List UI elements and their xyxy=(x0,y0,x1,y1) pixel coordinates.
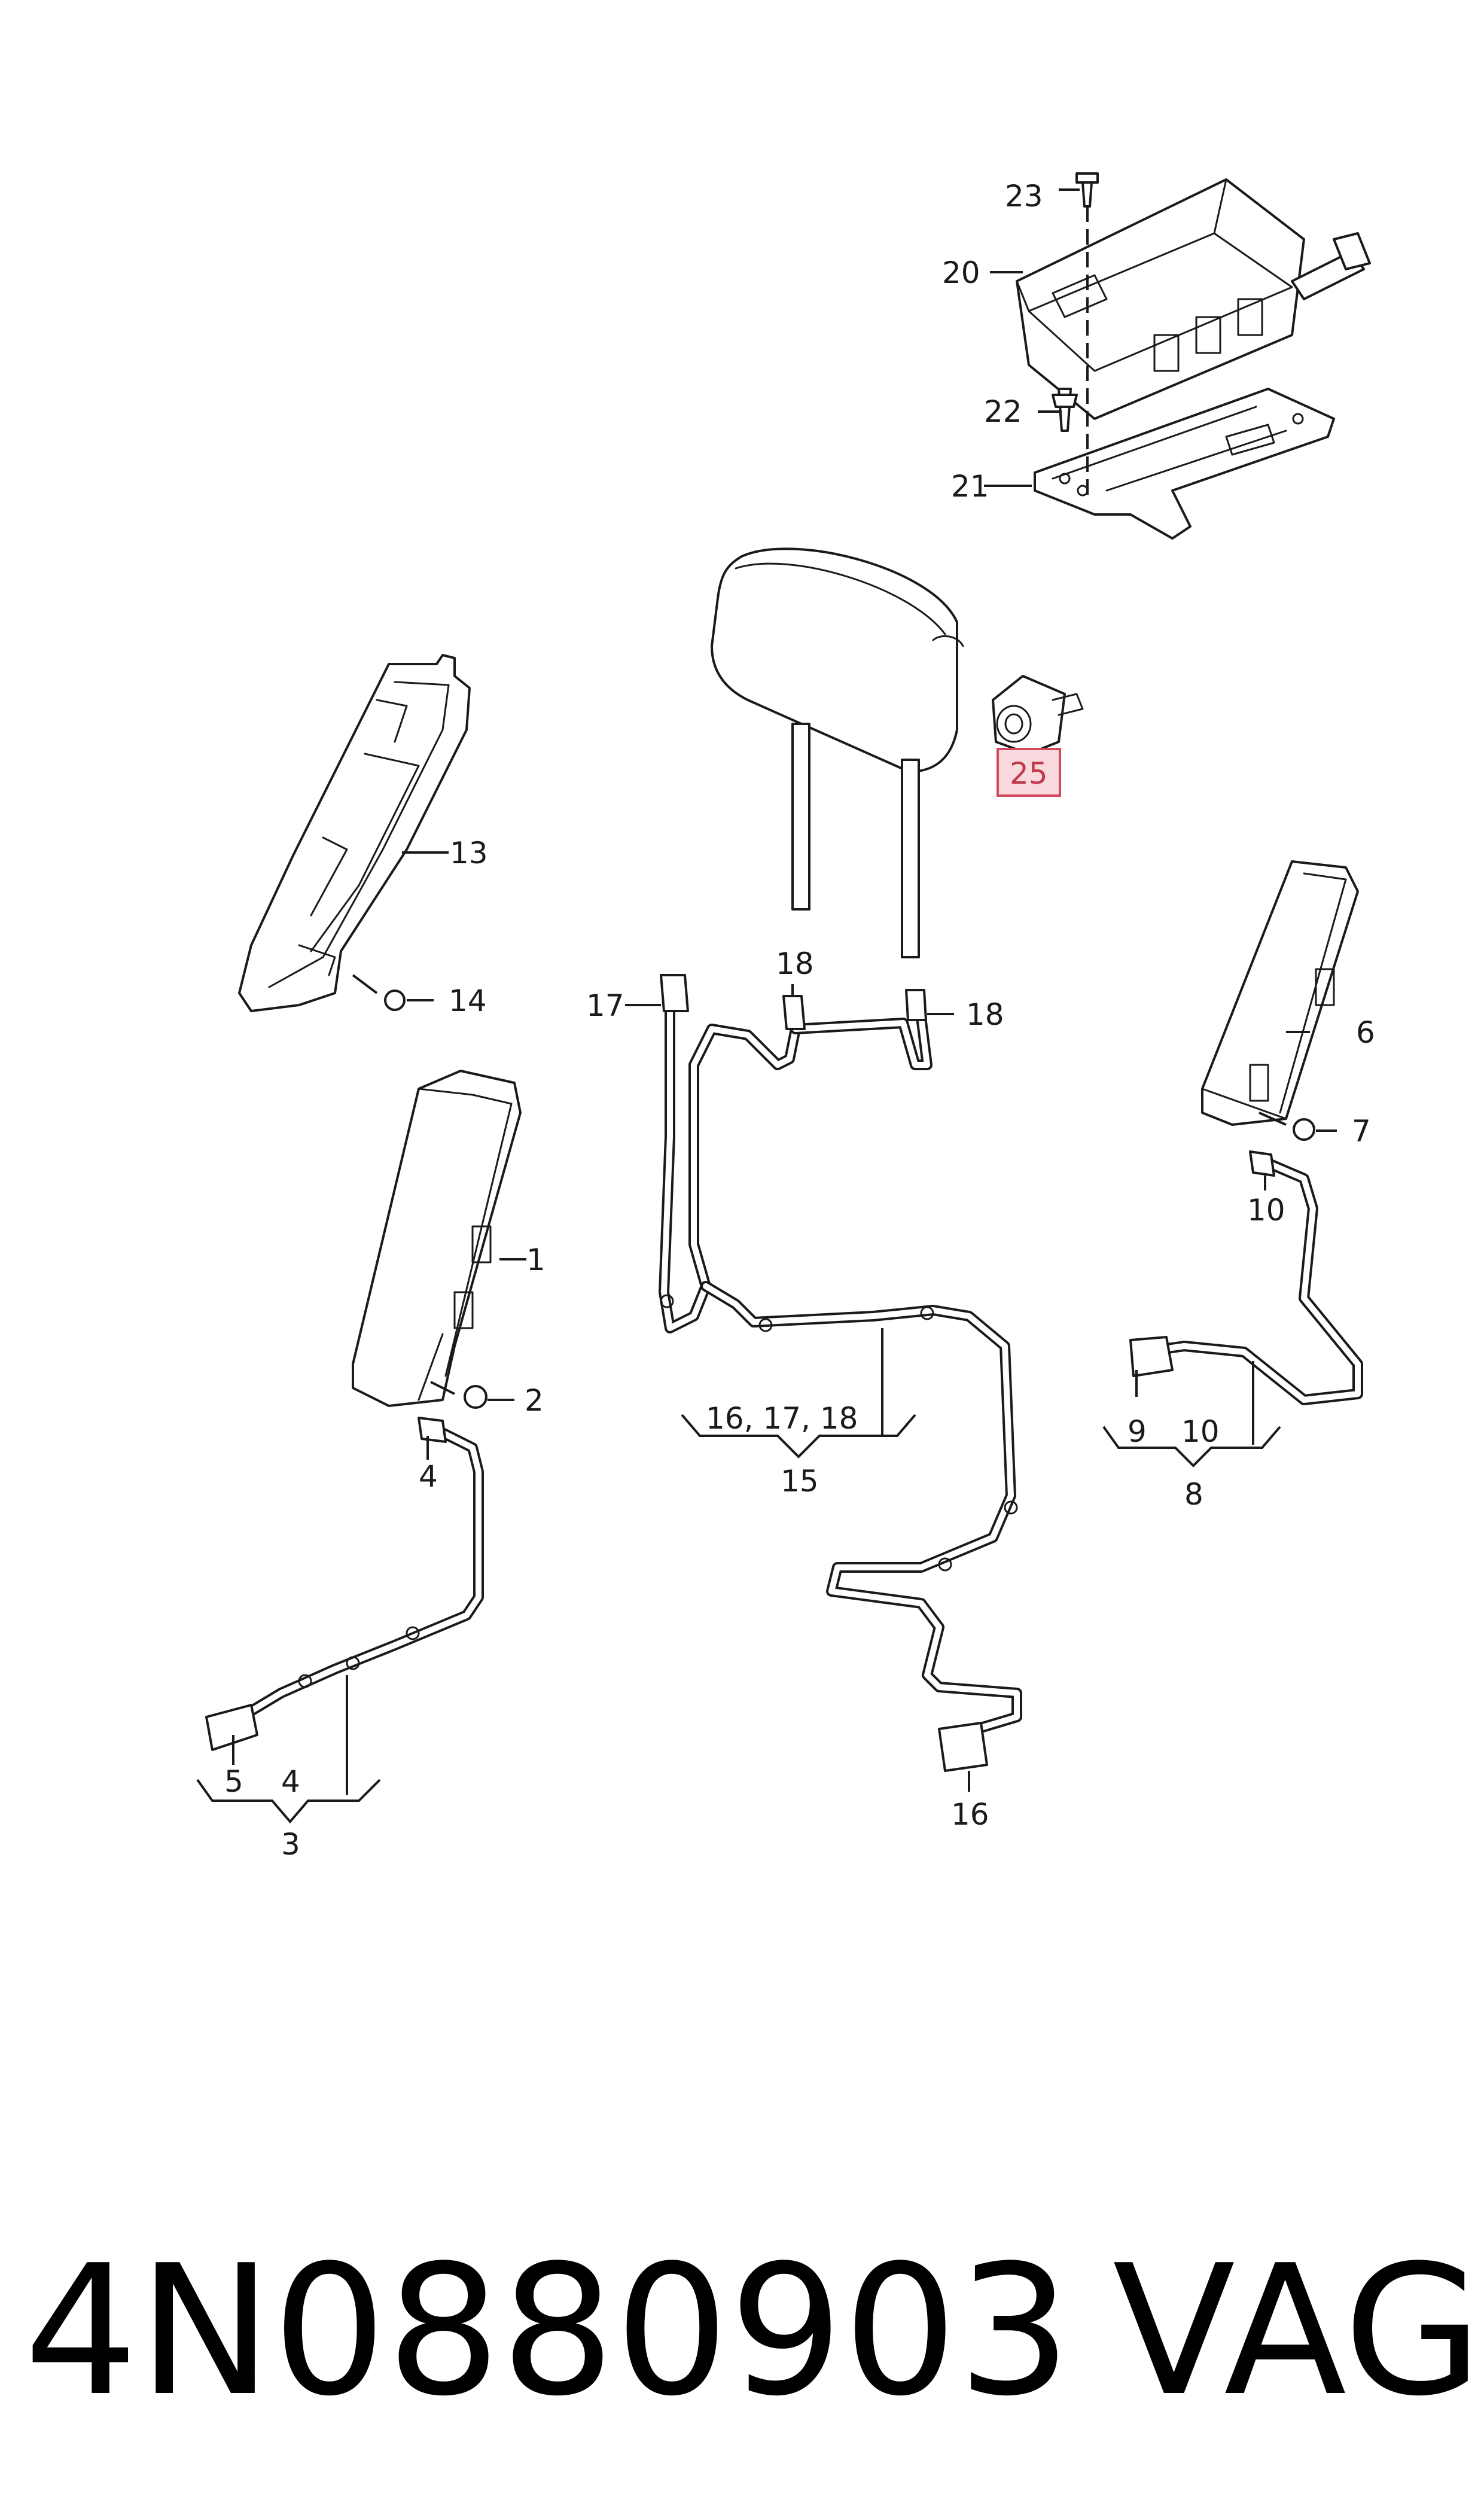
side-airbag-left xyxy=(352,1070,522,1407)
part-number: 4N0880903 xyxy=(24,2227,1071,2435)
brace-group-15 xyxy=(681,1414,916,1459)
passenger-airbag-unit xyxy=(1016,178,1371,420)
harness-right xyxy=(1129,1150,1363,1405)
side-trim-panel xyxy=(238,654,471,1012)
callout-5: 5 xyxy=(224,1764,243,1799)
callout-4-brace: 4 xyxy=(281,1764,300,1799)
callout-15: 15 xyxy=(781,1464,819,1499)
brace-group-3 xyxy=(196,1779,381,1824)
connector-part-25 xyxy=(992,675,1084,755)
callout-25: 25 xyxy=(1010,756,1048,791)
rivet xyxy=(1052,388,1078,432)
side-airbag-right xyxy=(1201,860,1359,1126)
brand-name: VAG xyxy=(1113,2227,1482,2435)
callout-14: 14 xyxy=(449,984,487,1018)
callout-25-highlight xyxy=(997,748,1061,797)
screw-top xyxy=(1075,172,1099,208)
callout-4-top: 4 xyxy=(419,1459,438,1494)
harness-left xyxy=(205,1417,484,1751)
callout-23: 23 xyxy=(1005,179,1043,214)
callout-18-left: 18 xyxy=(776,946,814,981)
callout-10-brace: 10 xyxy=(1181,1414,1220,1449)
callout-1: 1 xyxy=(526,1243,546,1277)
airbag-bracket xyxy=(1034,388,1335,540)
callout-3: 3 xyxy=(281,1827,300,1862)
callout-17: 17 xyxy=(586,988,624,1023)
callout-10-top: 10 xyxy=(1247,1193,1285,1228)
callout-8: 8 xyxy=(1184,1477,1203,1512)
callout-16: 16 xyxy=(951,1797,989,1832)
callout-20: 20 xyxy=(942,255,980,290)
callout-7: 7 xyxy=(1352,1114,1371,1149)
screw-7 xyxy=(1258,1112,1315,1141)
callout-13: 13 xyxy=(450,836,488,870)
screw-2 xyxy=(430,1381,487,1409)
brace-group-8 xyxy=(1102,1426,1281,1467)
callout-18-right: 18 xyxy=(966,997,1004,1032)
callout-15-sublist: 16, 17, 18 xyxy=(706,1401,858,1436)
harness-main xyxy=(659,974,1022,1772)
callout-22: 22 xyxy=(984,394,1022,429)
callout-9: 9 xyxy=(1128,1414,1147,1449)
screw-14 xyxy=(352,974,406,1011)
callout-6: 6 xyxy=(1356,1015,1375,1050)
headrest xyxy=(711,547,964,958)
callout-21: 21 xyxy=(951,469,989,504)
callout-2: 2 xyxy=(525,1383,544,1418)
